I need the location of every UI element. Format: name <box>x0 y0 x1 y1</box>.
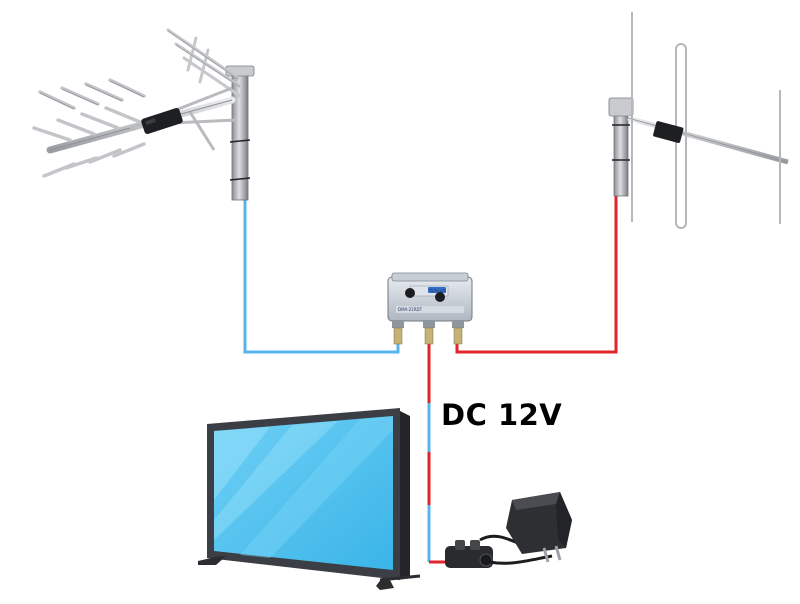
television-icon <box>198 408 421 590</box>
amplifier-model-text: DMA-21RDT <box>398 307 423 312</box>
vhf-cable <box>455 192 618 354</box>
cables <box>243 192 618 564</box>
amplifier-connectors <box>392 320 464 345</box>
uhf-yagi-antenna-icon <box>32 28 255 201</box>
power-inserter-icon <box>445 540 493 568</box>
power-label: DC 12V <box>441 398 563 432</box>
vhf-dipole-antenna-icon <box>608 12 789 229</box>
uhf-cable <box>243 195 400 354</box>
amplifier-brand-text: Opticum <box>429 288 446 293</box>
power-adapter-icon <box>479 492 572 565</box>
tv-screen <box>214 416 393 570</box>
masthead-amplifier-icon <box>387 272 473 345</box>
